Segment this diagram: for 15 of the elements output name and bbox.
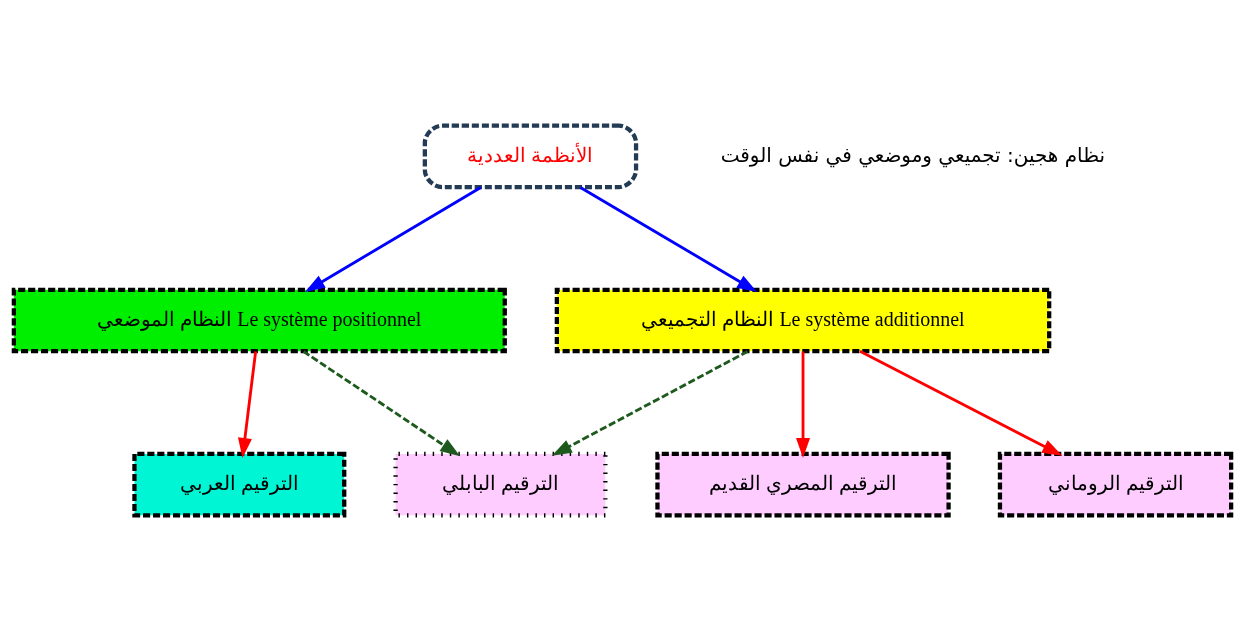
arrow [859, 350, 1063, 456]
node-box: النظام الموضعي Le système positionnel [11, 287, 507, 354]
node-box: الترقيم العربي [132, 451, 347, 518]
arrow [579, 186, 758, 292]
arrow [305, 186, 482, 292]
node-box: الأنظمة العددية [422, 123, 639, 190]
arrow [237, 351, 258, 459]
arrow [796, 351, 811, 459]
node-box: النظام التجميعي Le système additionnel [554, 287, 1052, 354]
arrow [551, 350, 749, 456]
node-box: الترقيم الروماني [997, 451, 1234, 518]
node-box: الترقيم البابلي [393, 451, 608, 518]
node-box: الترقيم المصري القديم [655, 451, 951, 518]
label: نظام هجين: تجميعي وموضعي في نفس الوقت [720, 142, 1106, 167]
arrow [302, 350, 461, 457]
